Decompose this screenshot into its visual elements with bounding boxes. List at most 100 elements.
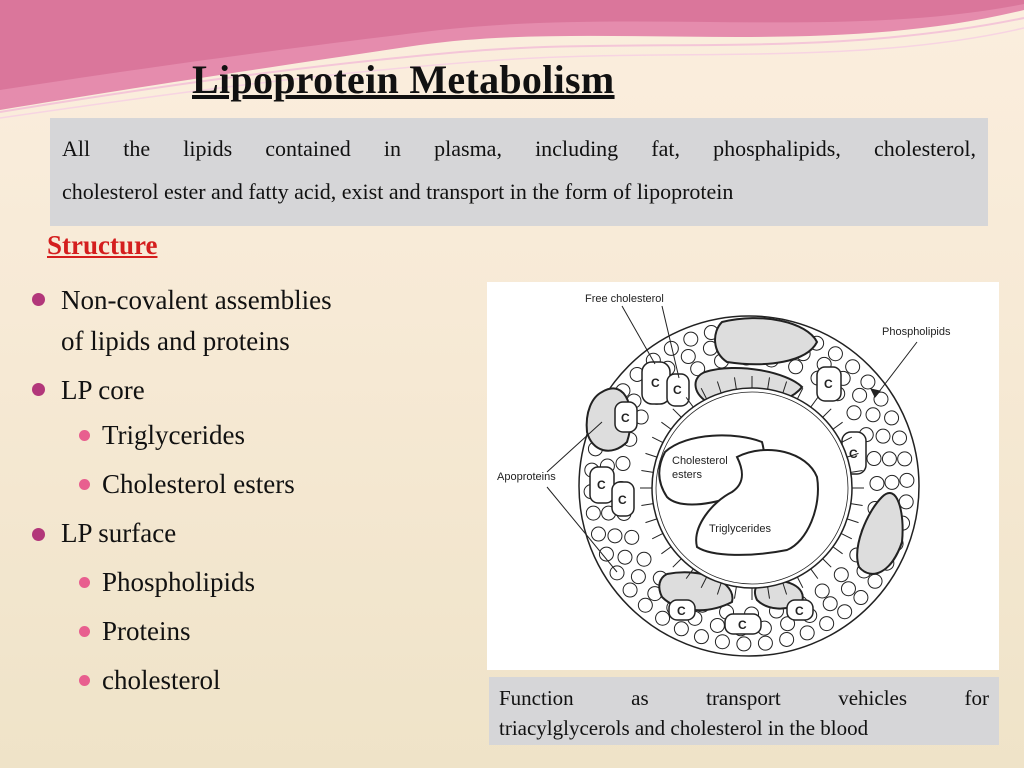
- phospholipid-head: [609, 565, 625, 581]
- bullet-item-continued: of lipids and proteins: [30, 321, 332, 362]
- phospholipid-head: [865, 407, 881, 423]
- phospholipid-head: [845, 359, 861, 375]
- triglycerides-label: Triglycerides: [709, 523, 771, 535]
- phospholipid-head: [615, 456, 631, 472]
- bullet-text: LP surface: [61, 518, 177, 548]
- lipid-tail: [672, 558, 682, 568]
- phospholipid-head: [852, 387, 868, 403]
- function-caption-box: Function as transport vehicles for triac…: [489, 677, 999, 745]
- phospholipid-head: [585, 505, 601, 521]
- sub-bullet-item: cholesterol: [30, 656, 332, 705]
- lipid-tail: [700, 387, 708, 400]
- lipid-tail: [782, 381, 788, 394]
- c-marker-label: C: [795, 604, 804, 618]
- lipid-tail: [822, 408, 832, 418]
- triglycerides-region: [695, 449, 819, 556]
- bullet-dot-icon: [32, 383, 45, 396]
- decorative-header-waves: [0, 0, 1024, 119]
- phospholipid-head: [866, 451, 882, 467]
- bullet-list: Non-covalent assemblies of lipids and pr…: [30, 280, 332, 705]
- phospholipid-head: [607, 528, 623, 544]
- phospholipid-head: [673, 621, 689, 637]
- bullet-text: cholesterol: [102, 665, 221, 695]
- lipid-tail: [796, 576, 804, 589]
- phospholipid-head: [840, 581, 856, 597]
- diagram-labels: Free cholesterol Phospholipids Apoprotei…: [497, 293, 951, 535]
- bullet-item: LP core: [30, 370, 332, 411]
- section-heading-structure: Structure: [47, 230, 158, 260]
- phospholipid-head: [875, 428, 891, 444]
- bullet-text: LP core: [61, 375, 145, 405]
- phospholipid-head: [819, 616, 835, 632]
- phospholipid-head: [680, 349, 696, 365]
- c-marker-label: C: [597, 478, 606, 492]
- lipid-tail: [832, 421, 843, 430]
- lipoprotein-diagram: C C C C C C C C C C Free cholesterol Pho…: [497, 293, 951, 657]
- sub-bullet-dot-icon: [79, 430, 90, 441]
- lipid-tail: [700, 576, 708, 589]
- phospholipid-head: [860, 374, 876, 390]
- c-marker-label: C: [621, 411, 630, 425]
- phospholipid-head: [814, 583, 830, 599]
- sub-bullet-dot-icon: [79, 479, 90, 490]
- phospholipid-head: [788, 359, 804, 375]
- phospholipid-head: [630, 569, 646, 585]
- lipid-tail: [645, 518, 658, 524]
- phospholipid-head: [780, 616, 796, 632]
- lipid-tail: [782, 582, 788, 595]
- lipid-tail: [810, 568, 819, 579]
- phospholipid-head: [655, 610, 671, 626]
- c-marker-label: C: [849, 447, 858, 461]
- lipid-tail: [846, 452, 859, 458]
- c-marker-label: C: [651, 376, 660, 390]
- c-marker-label: C: [824, 377, 833, 391]
- phospholipid-head: [846, 405, 862, 421]
- lipid-tail: [822, 558, 832, 568]
- phospholipid-head: [837, 604, 853, 620]
- lipid-tail: [651, 532, 664, 540]
- sub-bullet-item: Proteins: [30, 607, 332, 656]
- lipid-tail: [672, 408, 682, 418]
- lipid-tail: [661, 546, 672, 555]
- phospholipid-head: [869, 475, 885, 491]
- free-cholesterol-label: Free cholesterol: [585, 293, 664, 305]
- lipid-tail: [685, 568, 694, 579]
- bullet-text: Cholesterol esters: [102, 469, 295, 499]
- phospholipid-head: [873, 391, 889, 407]
- inner-lipid-tails: [640, 376, 864, 600]
- phospholipid-head: [884, 474, 900, 490]
- phospholipid-head: [709, 617, 725, 633]
- phospholipid-head: [892, 430, 908, 446]
- phospholipid-head: [897, 451, 913, 467]
- lipid-tail: [641, 503, 654, 507]
- bullet-text: of lipids and proteins: [61, 326, 290, 356]
- c-marker-label: C: [618, 493, 627, 507]
- bullet-text: Triglycerides: [102, 420, 245, 450]
- sub-bullet-item: Triglycerides: [30, 411, 332, 460]
- lipid-tail: [840, 532, 853, 540]
- phospholipid-head: [663, 340, 679, 356]
- lipid-tail: [733, 586, 737, 599]
- bullet-text: Phospholipids: [102, 567, 256, 597]
- lipid-tail: [846, 518, 859, 524]
- bullet-item: LP surface: [30, 509, 332, 558]
- lipid-tail: [767, 586, 771, 599]
- phospholipid-head: [757, 635, 773, 651]
- phospholipid-head: [598, 546, 614, 562]
- lipid-tail: [850, 469, 863, 473]
- caption-line-2: triacylglycerols and cholesterol in the …: [499, 716, 869, 740]
- cholesterol-esters-label-line2: esters: [672, 469, 702, 481]
- phospholipid-head: [637, 597, 653, 613]
- phospholipid-head: [636, 551, 652, 567]
- intro-text-box: All the lipids contained in plasma, incl…: [50, 118, 988, 226]
- phospholipid-head: [899, 472, 915, 488]
- lipid-tail: [716, 582, 722, 595]
- phospholipid-head: [693, 629, 709, 645]
- lipid-tail: [716, 381, 722, 394]
- lipid-tail: [796, 387, 804, 400]
- phospholipid-head: [779, 631, 795, 647]
- bullet-text: Non-covalent assemblies: [61, 285, 332, 315]
- phospholipid-head: [898, 494, 914, 510]
- c-marker-label: C: [677, 604, 686, 618]
- sub-bullet-item: Phospholipids: [30, 558, 332, 607]
